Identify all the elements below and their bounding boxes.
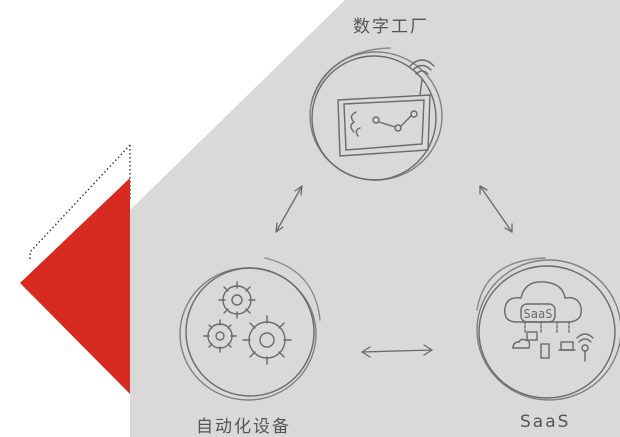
arrow-bottom xyxy=(361,344,433,358)
dotted-outline xyxy=(29,144,131,260)
cloud-saas-icon: SaaS xyxy=(504,281,594,362)
grey-hexagon-panel xyxy=(130,0,620,437)
saas-sketch-circle xyxy=(478,265,616,399)
cloud-text: SaaS xyxy=(524,307,553,321)
factory-tablet-icon xyxy=(337,59,435,157)
saas-label: SaaS xyxy=(520,412,571,432)
factory-node xyxy=(309,47,443,181)
saas-node: SaaS xyxy=(476,257,620,401)
arrow-top-right xyxy=(479,185,513,233)
automation-label: 自动化设备 xyxy=(196,417,291,437)
gears-icon xyxy=(203,281,292,365)
arrow-top-left xyxy=(275,185,303,233)
automation-node xyxy=(179,257,321,401)
factory-label: 数字工厂 xyxy=(353,17,429,37)
red-arrow-triangle xyxy=(20,178,130,394)
